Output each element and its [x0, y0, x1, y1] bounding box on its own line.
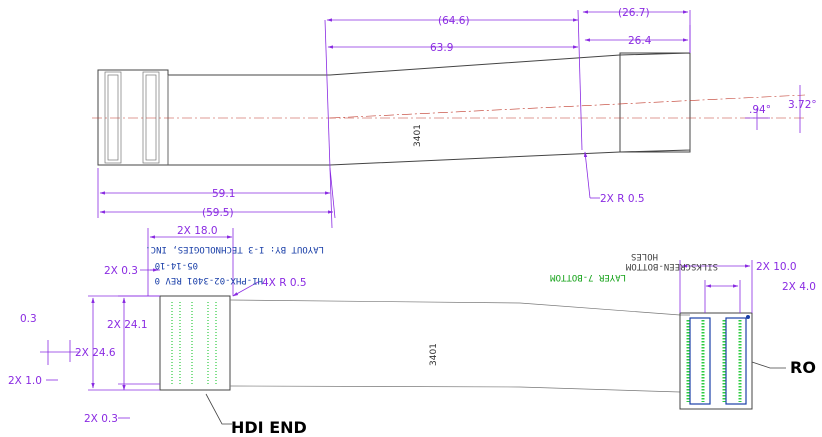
dim-10: 2X 10.0	[756, 261, 797, 273]
dim-r-0-5: 2X R 0.5	[600, 193, 645, 205]
dim-angle-372: 3.72°	[788, 99, 817, 111]
top-flex-body	[168, 52, 691, 166]
dim-64-6: (64.6)	[438, 15, 470, 27]
hdi-end-block	[159, 295, 231, 391]
dim-4: 2X 4.0	[782, 281, 816, 293]
flex-bottom-edge	[229, 385, 681, 393]
dim-26-7: (26.7)	[618, 7, 650, 19]
angled-centerline	[329, 94, 806, 119]
top-right-end	[619, 52, 691, 153]
hdi-pad-rows	[171, 302, 217, 384]
bottom-part-label: 3401	[429, 343, 439, 366]
top-left-end	[97, 69, 169, 166]
note-silkscreen: SILKSCREEN-BOTTOM	[625, 261, 718, 271]
top-view: (64.6) 63.9 (26.7) 26.4 59.1 (59.5) 2X R…	[92, 7, 817, 229]
dim-angle-094: .94°	[749, 104, 771, 116]
ro-connector	[686, 315, 750, 405]
callout-hdi-end: HDI END	[231, 418, 307, 437]
dim-26-4: 26.4	[628, 35, 652, 47]
top-part-label: 3401	[413, 124, 423, 147]
note-partno: HI-PHX-02-3401 REV 0	[155, 275, 263, 285]
dim-1-0: 2X 1.0	[8, 375, 42, 387]
dim-59-1: 59.1	[212, 188, 235, 200]
silkscreen-notes: LAYOUT BY: I-3 TECHNOLOGIES, INC. 05-14-…	[145, 244, 718, 285]
dim-24-6: 2X 24.6	[75, 347, 116, 359]
note-layer: LAYER 7-BOTTOM	[550, 272, 626, 282]
dim-0-3-a: 2X 0.3	[104, 265, 138, 277]
note-layout: LAYOUT BY: I-3 TECHNOLOGIES, INC.	[145, 244, 324, 254]
dim-0-3-c: 2X 0.3	[84, 413, 118, 425]
note-holes: HOLES	[631, 251, 658, 261]
note-date: 05-14-10	[155, 260, 198, 270]
flex-top-edge	[229, 299, 690, 316]
bottom-view: 2X 18.0 2X 0.3 2X 24.1 0.3 2X 24.6 2X 1.…	[8, 225, 816, 437]
dim-59-5: (59.5)	[202, 207, 234, 219]
dim-18: 2X 18.0	[177, 225, 218, 237]
callout-ro: RO	[790, 358, 816, 377]
dim-4x-r-0-5: 4X R 0.5	[262, 277, 307, 289]
dim-0-3-b: 0.3	[20, 313, 37, 325]
dim-63-9: 63.9	[430, 42, 453, 54]
dim-24-1: 2X 24.1	[107, 319, 148, 331]
ro-end-block	[679, 312, 753, 410]
